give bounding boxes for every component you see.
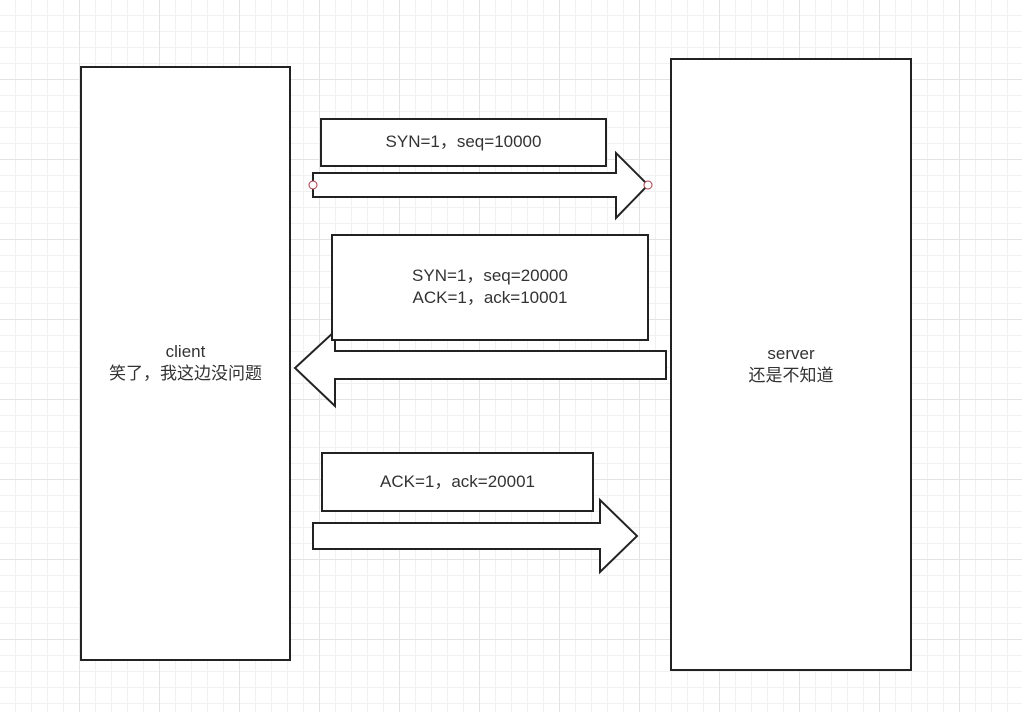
- arrow-3-right[interactable]: [312, 497, 639, 575]
- message-3-text: ACK=1，ack=20001: [322, 471, 593, 493]
- message-1-line-1: SYN=1，seq=10000: [385, 132, 542, 151]
- server-box[interactable]: [670, 58, 912, 671]
- server-name: server: [767, 344, 815, 363]
- arrow-1-end-handle[interactable]: [643, 180, 653, 190]
- client-box[interactable]: [80, 66, 291, 661]
- message-1-box[interactable]: [320, 118, 607, 167]
- message-2-text: SYN=1，seq=20000 ACK=1，ack=10001: [332, 265, 648, 309]
- client-label: client 笑了，我这边没问题: [81, 341, 290, 385]
- message-2-line-2: ACK=1，ack=10001: [412, 288, 568, 307]
- message-2-box[interactable]: [331, 234, 649, 341]
- message-2-line-1: SYN=1，seq=20000: [412, 266, 568, 285]
- client-status: 笑了，我这边没问题: [109, 364, 262, 383]
- arrow-2-left[interactable]: [293, 328, 667, 409]
- server-status: 还是不知道: [748, 366, 834, 385]
- message-1-text: SYN=1，seq=10000: [321, 131, 606, 153]
- server-label: server 还是不知道: [671, 343, 911, 387]
- message-3-line-1: ACK=1，ack=20001: [380, 472, 535, 491]
- arrow-1-right[interactable]: [312, 150, 650, 221]
- client-name: client: [165, 342, 206, 361]
- arrow-1-start-handle[interactable]: [308, 180, 318, 190]
- message-3-box[interactable]: [321, 452, 594, 512]
